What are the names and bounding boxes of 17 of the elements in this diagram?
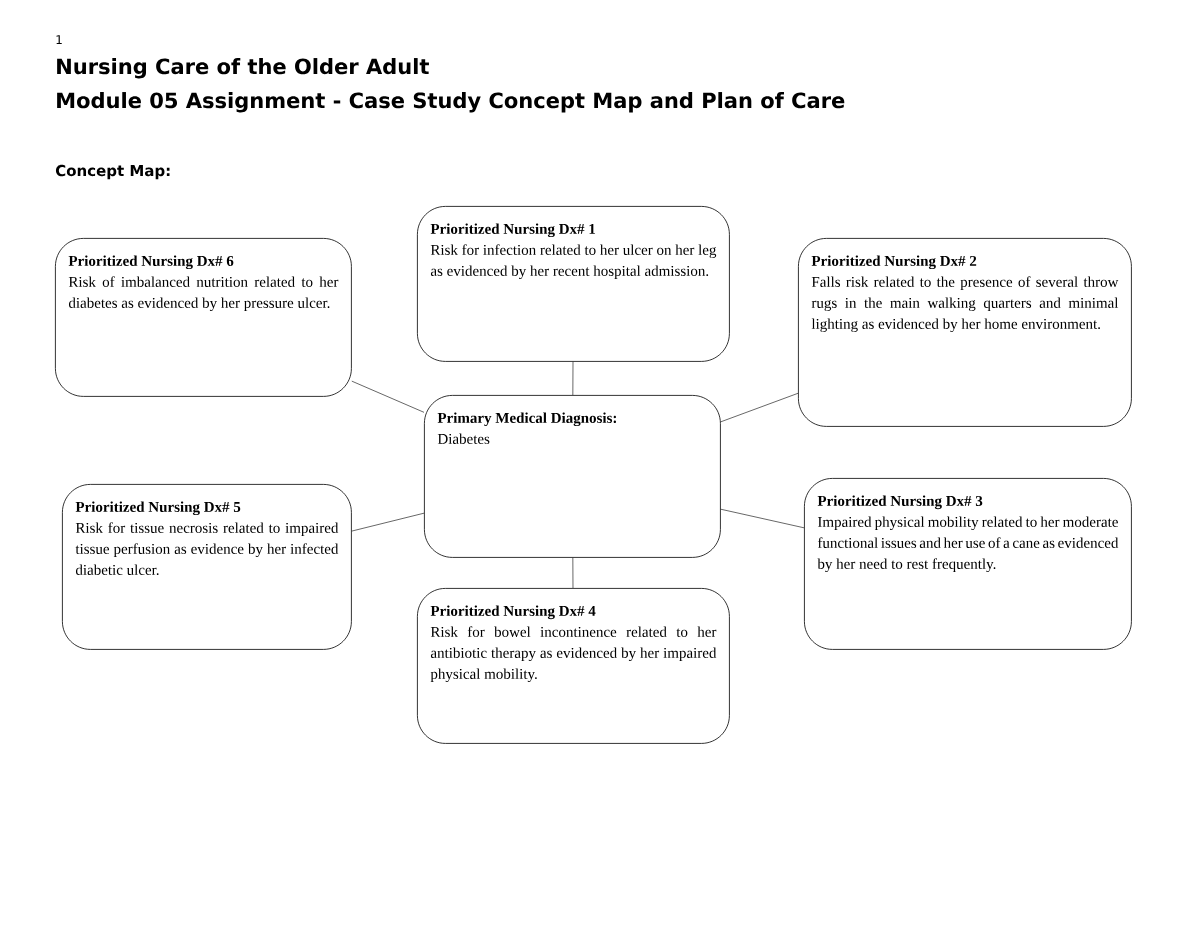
connector-line (572, 557, 574, 589)
section-heading: Concept Map: (55, 164, 170, 180)
connector-line (720, 508, 805, 529)
connector-line (572, 361, 574, 396)
connector-line (351, 512, 425, 532)
diagnosis-box: Prioritized Nursing Dx# 1 Risk for infection related to her ulcer on her leg as evidenced by her recent hospital admission. (417, 206, 730, 362)
diagnosis-box: Prioritized Nursing Dx# 5 Risk for tissue necrosis related to impaired tissue perfusion as evidence by her infected diabetic ulcer. (62, 484, 352, 650)
connector-line (720, 392, 799, 423)
diagnosis-box: Prioritized Nursing Dx# 6 Risk of imbalanced nutrition related to her diabetes as evidenced by her pressure ulcer. (55, 238, 352, 397)
diagnosis-box: Prioritized Nursing Dx# 2 Falls risk related to the presence of several throw rugs in the main walking quarters and minimal lighting as evidenced by her home environment. (798, 238, 1132, 427)
diagnosis-box: Prioritized Nursing Dx# 3 Impaired physical mobility related to her moderate functional issues and her use of a cane as evidenced by her need to rest frequently. (804, 478, 1132, 650)
document-title: Nursing Care of the Older Adult (57, 58, 429, 79)
diagnosis-box: Prioritized Nursing Dx# 4 Risk for bowel incontinence related to her antibiotic therapy as evidenced by her impaired physical mobility. (417, 588, 730, 744)
connector-line (351, 380, 425, 413)
diagnosis-box: Primary Medical Diagnosis: Diabetes (424, 395, 721, 558)
page-number: 1 (56, 35, 62, 44)
document-title: Module 05 Assignment - Case Study Concept Map and Plan of Care (57, 92, 845, 113)
